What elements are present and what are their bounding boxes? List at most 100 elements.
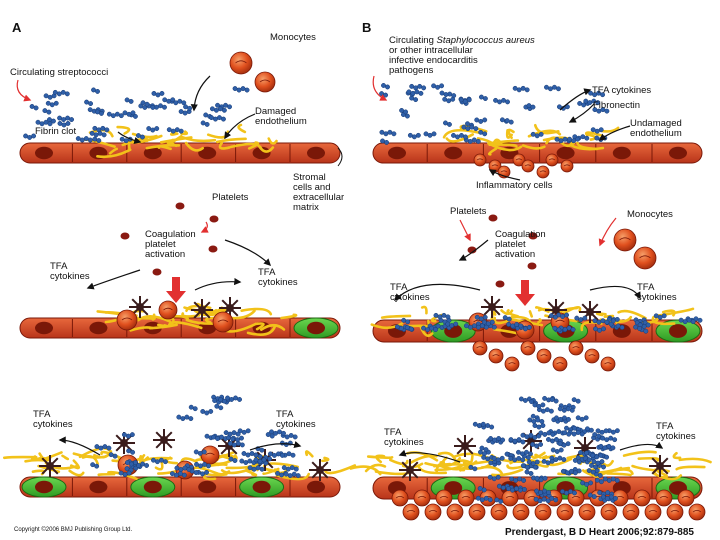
bacterium	[463, 323, 469, 329]
monocyte	[472, 340, 488, 356]
bacterium	[532, 464, 538, 470]
fibrin-strand	[661, 309, 676, 317]
monocyte	[633, 489, 651, 507]
bacterium	[463, 134, 468, 140]
bacterium	[535, 417, 541, 423]
bacterium	[549, 458, 555, 464]
activated-platelet	[198, 306, 206, 314]
bacterium	[239, 458, 245, 464]
bacterium	[47, 94, 53, 100]
fibrin-strand	[131, 132, 158, 139]
bacterium	[257, 454, 263, 460]
cell-nucleus	[669, 324, 687, 338]
bacterium	[43, 119, 49, 125]
bacterium	[478, 94, 484, 100]
monocyte-nucleus	[505, 496, 515, 499]
bacterium	[482, 314, 488, 320]
fibrin-strand	[651, 315, 676, 326]
bacterium	[413, 85, 419, 91]
bacterium	[406, 89, 412, 95]
bacterium	[433, 312, 439, 318]
bacterium	[289, 465, 295, 471]
bacterium	[259, 447, 265, 453]
bacterium	[421, 325, 426, 331]
bacterium	[568, 468, 574, 474]
bacterium	[184, 414, 190, 420]
bacterium	[520, 439, 526, 445]
bacterium	[580, 134, 586, 140]
bacterium	[65, 115, 71, 121]
bacterium	[596, 319, 602, 325]
monocyte-nucleus	[588, 354, 596, 357]
bacterium	[218, 405, 224, 411]
bacterium	[534, 475, 540, 481]
bacterium	[610, 318, 616, 324]
cell-nucleus	[35, 146, 53, 160]
bacterium	[554, 437, 559, 442]
bacterium	[521, 477, 527, 483]
bacterium	[594, 128, 600, 134]
label-coagulation-b: Coagulation platelet activation	[495, 229, 546, 260]
bacterium	[204, 469, 209, 475]
bacterium	[183, 104, 189, 110]
bacterium	[587, 100, 593, 106]
label-tfa-cytokines-b0: TFA cytokines	[592, 85, 652, 96]
bacterium	[442, 96, 448, 102]
monocyte-nucleus	[637, 496, 647, 499]
monocyte	[468, 503, 486, 521]
bacterium	[237, 397, 243, 402]
bacterium	[90, 462, 96, 468]
bacterium	[583, 98, 589, 104]
bacterium	[538, 490, 544, 495]
bacterium	[653, 313, 659, 319]
bacterium	[181, 472, 187, 478]
bacterium	[558, 416, 563, 422]
bacterium	[588, 480, 594, 486]
bacterium	[421, 85, 427, 91]
bacterium	[554, 415, 559, 421]
copyright-text: Copyright ©2006 BMJ Publishing Group Ltd…	[14, 527, 133, 533]
cell-nucleus	[89, 321, 108, 335]
panel-b-letter: B	[362, 20, 372, 35]
bacterium	[118, 470, 124, 476]
bacterium	[253, 457, 259, 463]
black-arrow	[58, 436, 101, 456]
bacterium	[518, 487, 523, 493]
bacterium	[231, 442, 237, 448]
fibrin-strand	[254, 322, 265, 331]
bacterium	[288, 432, 294, 438]
fibrin-strand	[366, 455, 394, 460]
bacterium	[552, 84, 557, 90]
bacterium	[411, 134, 417, 140]
bacterium	[213, 116, 218, 122]
bacterium	[135, 133, 141, 139]
bacterium	[553, 398, 559, 404]
bacterium	[569, 407, 575, 413]
bacterium	[466, 97, 472, 103]
bacterium	[193, 470, 199, 476]
platelet	[175, 202, 185, 210]
bacterium	[530, 461, 536, 466]
fibrin-strand	[487, 142, 523, 152]
fibrin-strand	[487, 147, 498, 156]
bacterium	[482, 131, 488, 137]
bacterium	[661, 313, 667, 319]
bacterium	[584, 426, 590, 432]
bacterium	[600, 92, 606, 98]
bacterium	[64, 91, 70, 97]
monocyte-nucleus	[417, 496, 427, 499]
monocyte-nucleus	[560, 510, 570, 513]
bacterium	[275, 451, 281, 457]
bacterium	[514, 486, 519, 492]
bacterium	[606, 443, 612, 449]
bacterium	[512, 438, 518, 444]
monocyte-nucleus	[491, 164, 499, 167]
bacterium	[528, 471, 534, 476]
bacterium	[124, 97, 130, 103]
bacterium	[518, 323, 524, 329]
bacterium	[225, 395, 231, 401]
fibrin-strand	[240, 307, 273, 316]
bacterium	[380, 138, 385, 144]
monocyte-nucleus	[556, 362, 564, 365]
cell-nucleus	[198, 146, 217, 160]
